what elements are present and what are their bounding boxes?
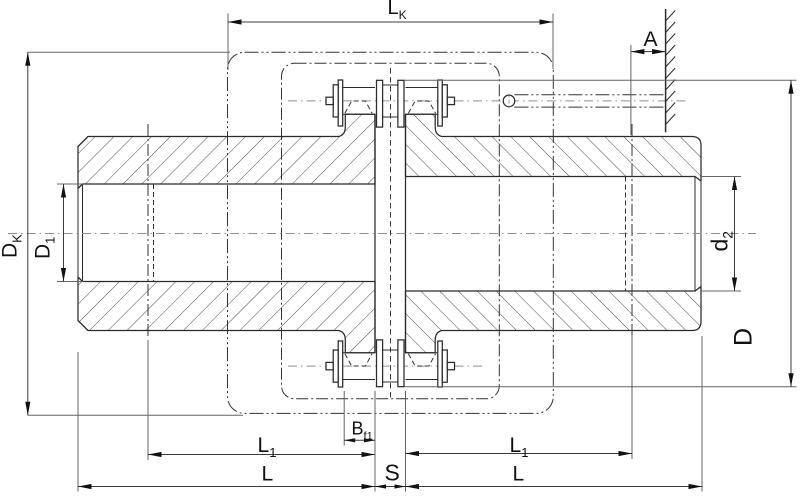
svg-text:L: L (262, 463, 274, 486)
svg-text:L: L (513, 463, 525, 486)
svg-text:D: D (730, 328, 758, 346)
svg-text:A: A (644, 28, 658, 51)
svg-text:S: S (385, 460, 400, 486)
